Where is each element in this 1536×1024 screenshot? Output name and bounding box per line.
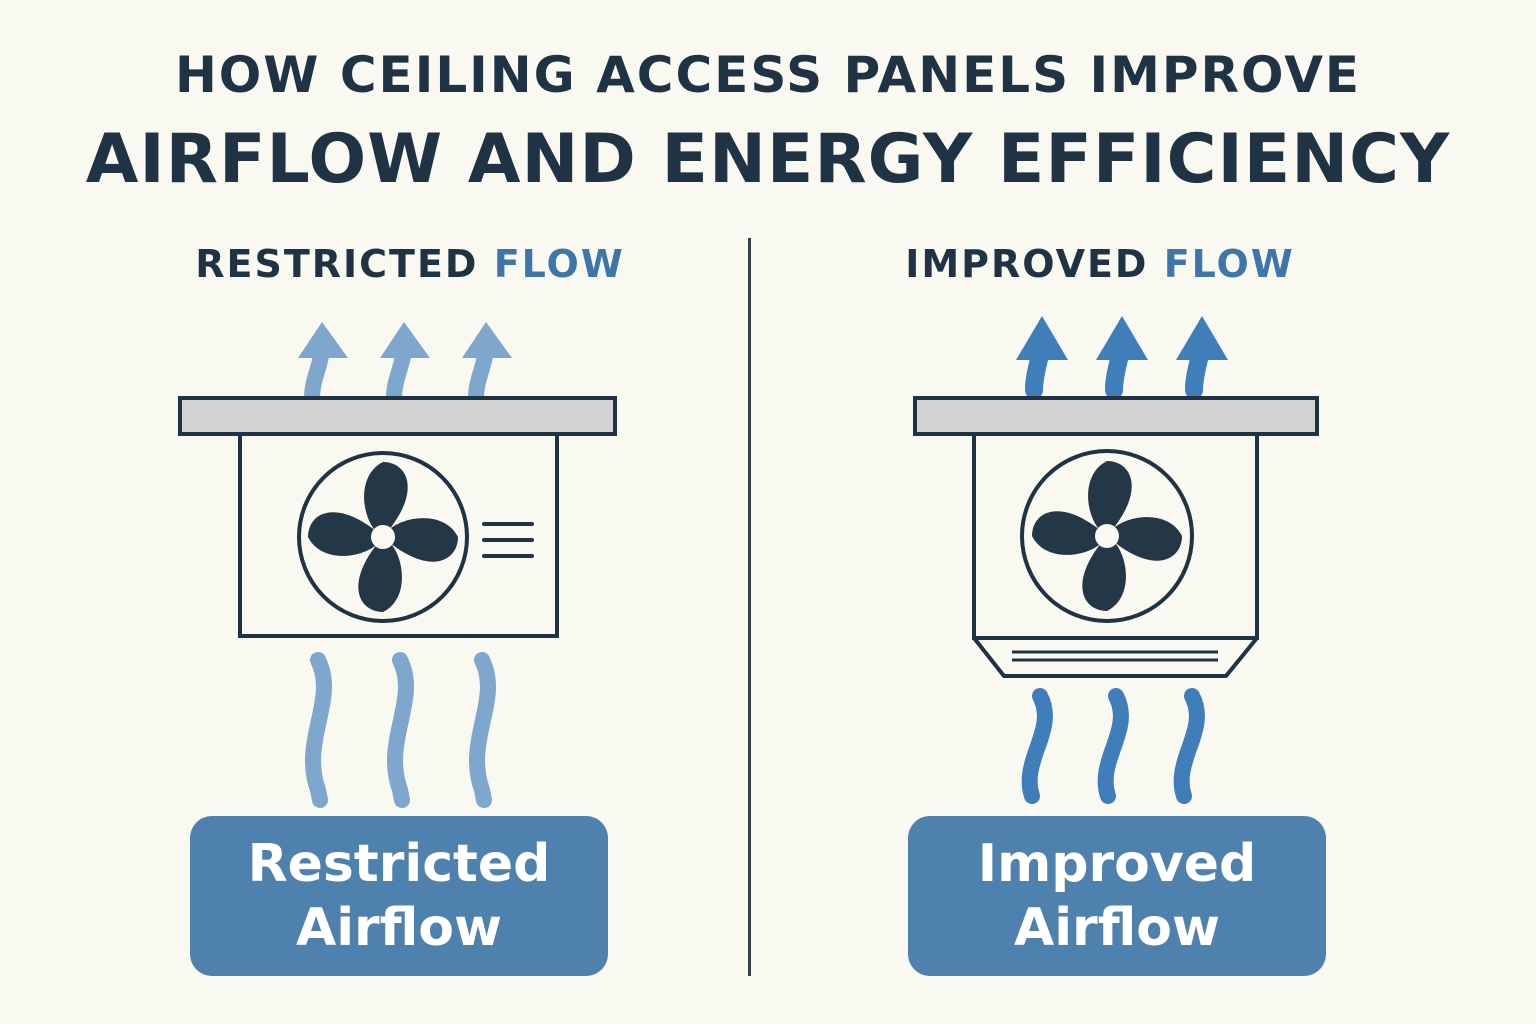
improved-flow-heading: IMPROVED FLOW	[830, 242, 1370, 286]
diffuser-grille	[972, 636, 1259, 678]
improved-heading-prefix: IMPROVED	[905, 242, 1149, 286]
improved-airflow-waves	[1021, 688, 1205, 804]
arrow-up-icon	[1096, 316, 1148, 399]
fan-icon	[297, 451, 469, 623]
airflow-wave-icon	[387, 652, 414, 808]
restricted-heading-accent: FLOW	[493, 242, 625, 286]
airflow-wave-icon	[469, 652, 496, 808]
arrow-up-icon	[1176, 316, 1228, 399]
airflow-wave-icon	[1021, 688, 1053, 804]
restricted-label-line-1: Restricted	[247, 834, 551, 894]
restricted-hvac-unit	[238, 432, 559, 638]
arrow-up-icon	[298, 322, 348, 406]
restricted-airflow-label: Restricted Airflow	[190, 816, 608, 976]
improved-up-arrows	[1016, 316, 1228, 399]
improved-hvac-unit	[972, 432, 1259, 678]
vent-lines-icon	[482, 522, 534, 558]
arrow-up-icon	[1016, 316, 1068, 399]
restricted-ceiling-panel	[178, 396, 617, 436]
title-line-1: HOW CEILING ACCESS PANELS IMPROVE	[174, 46, 1362, 104]
restricted-airflow-waves	[305, 652, 496, 808]
arrow-up-icon	[462, 322, 512, 406]
restricted-heading-prefix: RESTRICTED	[195, 242, 479, 286]
improved-ceiling-panel	[913, 396, 1319, 436]
improved-heading-accent: FLOW	[1163, 242, 1295, 286]
restricted-label-line-2: Airflow	[295, 898, 503, 958]
title-line-2: AIRFLOW AND ENERGY EFFICIENCY	[85, 120, 1451, 199]
airflow-wave-icon	[1097, 688, 1129, 804]
airflow-wave-icon	[1173, 688, 1205, 804]
restricted-flow-heading: RESTRICTED FLOW	[140, 242, 680, 286]
improved-label-line-2: Airflow	[1013, 898, 1221, 958]
restricted-up-arrows	[298, 322, 512, 406]
improved-label-line-1: Improved	[977, 834, 1257, 894]
arrow-up-icon	[380, 322, 430, 406]
center-divider	[748, 238, 751, 976]
fan-icon	[1020, 449, 1194, 623]
airflow-wave-icon	[305, 652, 332, 808]
improved-airflow-label: Improved Airflow	[908, 816, 1326, 976]
